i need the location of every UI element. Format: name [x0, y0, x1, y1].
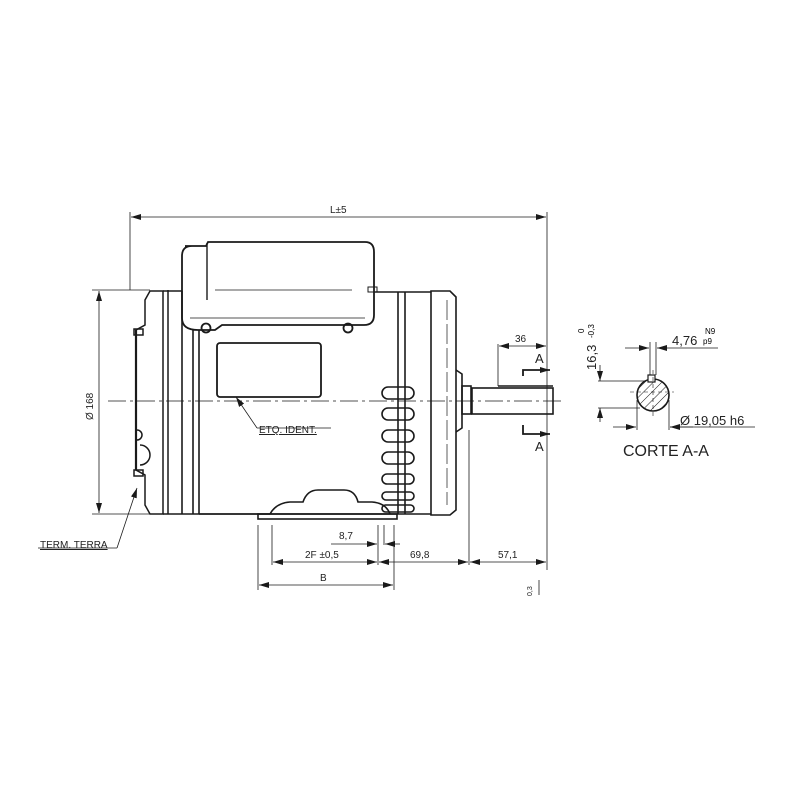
overall-length-label: L±5 — [330, 205, 347, 216]
nameplate — [216, 342, 322, 398]
key-length-label: 36 — [515, 334, 527, 345]
bottom-dimensions — [257, 430, 546, 595]
ground-terminal-leader — [38, 487, 138, 549]
terminal-box — [181, 241, 378, 334]
key-width-label: 4,76 — [672, 333, 698, 348]
diameter-label: Ø 168 — [85, 392, 96, 420]
rear-end-cover — [133, 290, 270, 515]
section-cut-markers — [522, 369, 550, 435]
shaft — [471, 385, 554, 415]
mounting-foot — [257, 489, 398, 520]
base-width-label: B — [320, 573, 327, 584]
section-marker-top: A — [535, 351, 544, 366]
overall-length-dimension — [129, 212, 548, 570]
key-width-fit-lower: p9 — [703, 337, 712, 346]
foot-hole-label: 8,7 — [339, 531, 353, 542]
shaft-extension-label: 57,1 — [498, 550, 518, 561]
key-length-dimension — [497, 343, 546, 386]
section-title: CORTE A-A — [623, 443, 709, 460]
key-height-tol-upper: 0 — [577, 328, 586, 333]
key-width-fit-upper: N9 — [705, 327, 716, 336]
diameter-dimension — [92, 289, 150, 515]
shaft-diameter-label: Ø 19,05 h6 — [680, 413, 745, 428]
section-marker-bottom: A — [535, 439, 544, 454]
section-view — [597, 342, 755, 430]
nameplate-callout: ETQ. IDENT. — [259, 425, 317, 436]
nameplate-leader — [235, 396, 331, 429]
cooling-fins — [381, 386, 415, 513]
front-end-shield — [430, 290, 472, 516]
cropped-tolerance-label: 0,3 — [527, 586, 534, 596]
ground-terminal-callout: TERM. TERRA — [40, 540, 108, 551]
foot-spacing-label: 2F ±0,5 — [305, 550, 339, 561]
key-height-label: 16,3 — [584, 344, 599, 370]
shoulder-to-foot-label: 69,8 — [410, 550, 430, 561]
key-height-tol-lower: -0,3 — [587, 324, 596, 338]
